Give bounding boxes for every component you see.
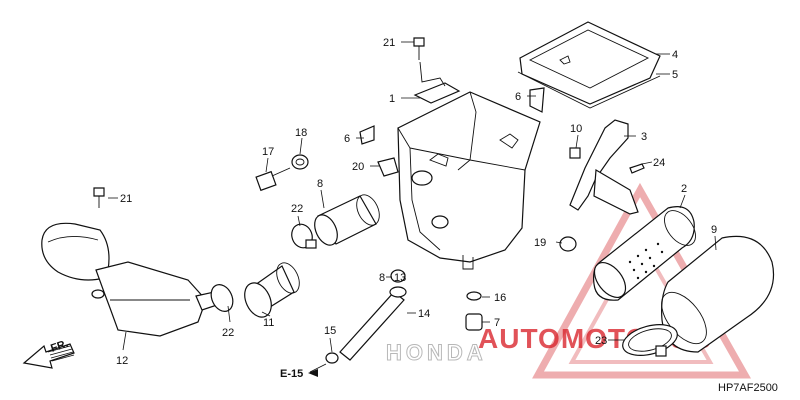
bolts [93,37,425,208]
callout-12: 12 [116,355,128,367]
callouts: 21 1 4 5 6 6 3 10 24 2 9 19 23 20 18 17 … [116,37,717,367]
callout-5: 5 [672,69,678,81]
drain-tube [325,236,577,364]
callout-18: 18 [295,127,307,139]
callout-22: 22 [291,203,303,215]
callout-10: 10 [570,123,582,135]
reference-e15: E-15 [280,368,318,380]
callout-23: 23 [595,335,607,347]
callout-22: 22 [222,327,234,339]
callout-6: 6 [344,133,350,145]
air-cleaner-case [397,61,541,270]
callout-2: 2 [681,183,687,195]
callout-19: 19 [534,237,546,249]
callout-21: 21 [383,37,395,49]
callout-11: 11 [263,317,274,329]
arrow-left-icon [22,343,75,369]
callout-14: 14 [418,308,430,320]
filter-element [593,206,775,353]
front-direction-arrow: FR. [22,338,75,369]
leader-lines [108,41,717,373]
callout-4: 4 [672,49,678,61]
diagram-code: HP7AF2500 [718,382,778,394]
callout-6: 6 [515,91,521,103]
callout-17: 17 [262,146,274,158]
callout-8: 8 [317,178,323,190]
reference-label: E-15 [280,368,303,380]
callout-8: 8 [379,272,385,284]
small-parts [255,87,545,192]
intake-duct [41,222,221,337]
callout-7: 7 [494,317,500,329]
connecting-tubes [210,194,380,318]
callout-16: 16 [494,292,506,304]
band-23 [622,324,678,357]
callout-3: 3 [641,131,647,143]
callout-13: 13 [394,272,406,284]
callout-20: 20 [352,161,364,173]
front-direction-label: FR. [49,338,70,355]
case-bracket [569,119,645,215]
callout-21: 21 [120,193,132,205]
callout-1: 1 [389,93,395,105]
reference-arrow-icon [308,369,318,377]
air-cleaner-cover [517,21,661,109]
callout-24: 24 [653,157,665,169]
callout-9: 9 [711,224,717,236]
watermark-honda: HONDA [386,340,487,365]
callout-15: 15 [324,325,336,337]
